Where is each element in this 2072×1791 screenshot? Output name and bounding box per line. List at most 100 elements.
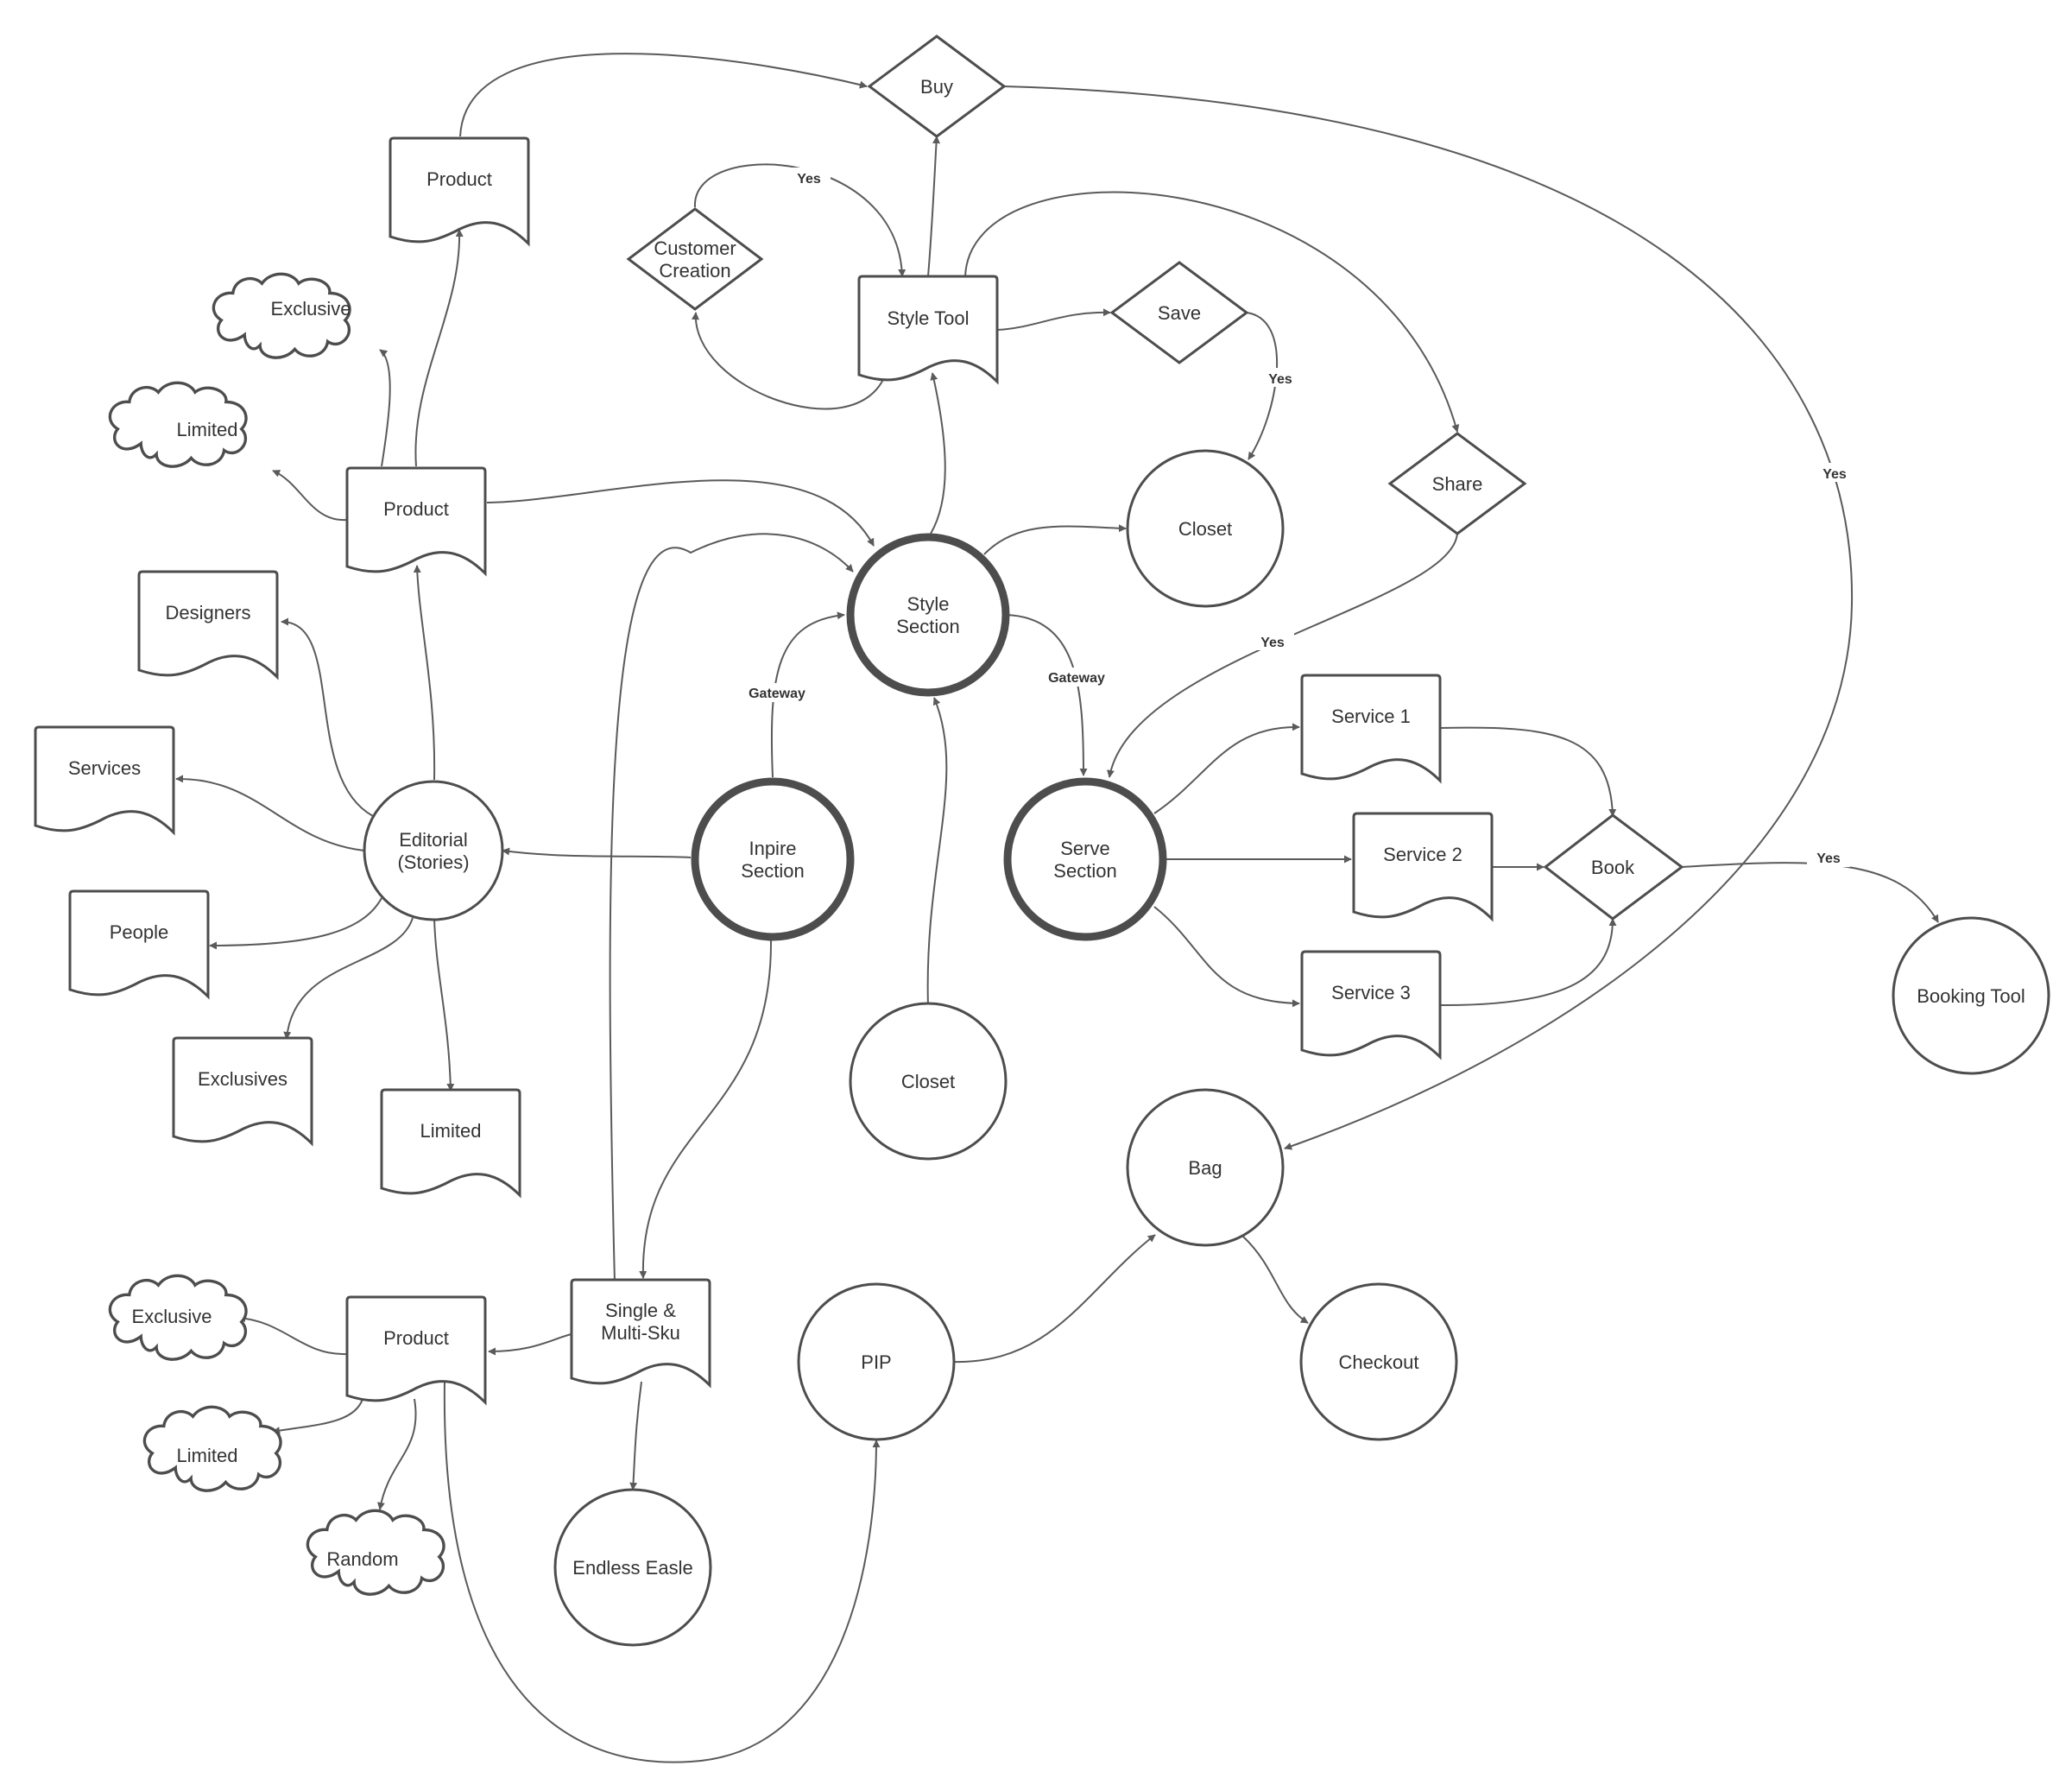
node-label-line: (Stories) bbox=[397, 851, 469, 873]
node-designers[interactable]: Designers bbox=[137, 570, 279, 680]
node-label: Exclusive bbox=[271, 298, 351, 320]
edge-product-mid-to-exclusive-top bbox=[379, 349, 391, 467]
node-label: Limited bbox=[177, 419, 238, 440]
node-label-line: Serve bbox=[1060, 838, 1109, 859]
node-label-line: Editorial bbox=[399, 829, 467, 851]
node-label-line: Save bbox=[1158, 302, 1201, 324]
edge-styletool-to-buy bbox=[927, 136, 941, 277]
node-label-line: Closet bbox=[1178, 518, 1232, 540]
node-exclusives[interactable]: Exclusives bbox=[172, 1036, 313, 1147]
node-single-multi-sku[interactable]: Single &Multi-Sku bbox=[570, 1278, 711, 1389]
node-label-line: Style bbox=[907, 593, 950, 615]
edge-cc-to-styletool bbox=[693, 163, 906, 277]
node-label-line: Limited bbox=[177, 1445, 238, 1466]
node-product-top[interactable]: Product bbox=[388, 136, 530, 247]
edge-styletool-to-share bbox=[964, 191, 1460, 433]
node-label: Checkout bbox=[1339, 1351, 1419, 1373]
node-share[interactable]: Share bbox=[1387, 432, 1527, 535]
edge-label-buy-to-bag: Yes bbox=[1822, 467, 1847, 482]
edge-product-top-to-buy bbox=[459, 53, 868, 137]
edge-label-inspire-to-style: Gateway bbox=[749, 687, 805, 701]
node-label: Limited bbox=[420, 1120, 482, 1142]
node-people[interactable]: People bbox=[68, 889, 210, 1000]
node-label: Random bbox=[326, 1548, 398, 1570]
node-limited-top[interactable]: Limited bbox=[108, 381, 248, 468]
node-label-line: Checkout bbox=[1339, 1351, 1419, 1373]
node-service3[interactable]: Service 3 bbox=[1300, 950, 1442, 1060]
node-closet-bottom[interactable]: Closet bbox=[849, 1002, 1008, 1161]
node-service1[interactable]: Service 1 bbox=[1300, 674, 1442, 784]
node-label: PIP bbox=[861, 1351, 891, 1373]
node-label-line: Inpire bbox=[749, 838, 796, 859]
node-endless-easle[interactable]: Endless Easle bbox=[553, 1488, 712, 1647]
node-editorial[interactable]: Editorial(Stories) bbox=[363, 780, 504, 921]
node-product-bottom[interactable]: Product bbox=[345, 1295, 487, 1406]
node-label-line: Service 2 bbox=[1383, 844, 1462, 865]
edge-styletool-to-cc bbox=[691, 312, 886, 410]
edge-style-to-serve bbox=[1005, 614, 1088, 776]
node-label-line: Exclusive bbox=[132, 1306, 212, 1327]
edge-bag-to-checkout bbox=[1242, 1236, 1309, 1324]
edge-inspire-to-sku bbox=[639, 939, 773, 1279]
node-buy[interactable]: Buy bbox=[867, 35, 1007, 138]
node-product-mid[interactable]: Product bbox=[345, 466, 487, 577]
node-label-line: Single & bbox=[605, 1300, 676, 1321]
node-label-line: Limited bbox=[177, 419, 238, 440]
node-services[interactable]: Services bbox=[34, 725, 175, 836]
node-label: Product bbox=[426, 168, 492, 190]
edge-sku-to-product-bottom bbox=[488, 1333, 572, 1356]
node-label: Closet bbox=[901, 1071, 955, 1092]
node-service2[interactable]: Service 2 bbox=[1352, 812, 1494, 922]
node-label-line: PIP bbox=[861, 1351, 891, 1373]
node-exclusive-top[interactable]: Exclusive bbox=[212, 272, 351, 359]
edge-editorial-to-services bbox=[175, 775, 365, 851]
node-label: Style Tool bbox=[888, 307, 970, 329]
node-exclusive-bottom[interactable]: Exclusive bbox=[108, 1274, 248, 1361]
node-random[interactable]: Random bbox=[306, 1509, 445, 1596]
edge-serve-to-service3 bbox=[1153, 906, 1300, 1008]
edge-label-save-to-closet: Yes bbox=[1268, 372, 1292, 387]
node-label: Designers bbox=[165, 602, 250, 623]
edges bbox=[175, 53, 1939, 1763]
node-closet-top[interactable]: Closet bbox=[1126, 449, 1285, 608]
node-label: Buy bbox=[920, 76, 953, 98]
node-label-line: Customer bbox=[654, 237, 736, 259]
edge-product-mid-to-style bbox=[486, 479, 875, 547]
edge-service3-to-book bbox=[1439, 918, 1617, 1007]
node-limited-mid[interactable]: Limited bbox=[380, 1088, 521, 1199]
edge-product-bottom-to-random bbox=[376, 1398, 417, 1510]
node-label: Single &Multi-Sku bbox=[601, 1300, 680, 1344]
node-save[interactable]: Save bbox=[1109, 261, 1249, 364]
node-label: Product bbox=[383, 1327, 449, 1349]
node-label: Service 2 bbox=[1383, 844, 1462, 865]
node-checkout[interactable]: Checkout bbox=[1299, 1282, 1458, 1441]
node-bag[interactable]: Bag bbox=[1126, 1088, 1285, 1247]
node-label-line: Service 3 bbox=[1331, 982, 1411, 1003]
node-booking-tool[interactable]: Booking Tool bbox=[1892, 916, 2050, 1075]
node-label-line: Product bbox=[383, 498, 449, 520]
node-label-line: Exclusives bbox=[198, 1068, 287, 1090]
node-label: People bbox=[110, 921, 169, 943]
node-label-line: Section bbox=[1053, 860, 1116, 882]
node-book[interactable]: Book bbox=[1543, 813, 1684, 921]
edge-label-book-to-bookingtool: Yes bbox=[1816, 851, 1841, 866]
edge-sku-to-endless-easle bbox=[629, 1381, 642, 1490]
node-label-line: Multi-Sku bbox=[601, 1322, 680, 1344]
node-pip[interactable]: PIP bbox=[797, 1282, 956, 1441]
edge-editorial-to-designers bbox=[281, 617, 374, 817]
node-label: Endless Easle bbox=[572, 1557, 692, 1579]
node-style-tool[interactable]: Style Tool bbox=[857, 275, 999, 385]
node-limited-bottom[interactable]: Limited bbox=[142, 1405, 282, 1492]
node-label-line: Designers bbox=[165, 602, 250, 623]
edge-inspire-to-editorial bbox=[502, 847, 692, 858]
node-label-line: Product bbox=[383, 1327, 449, 1349]
